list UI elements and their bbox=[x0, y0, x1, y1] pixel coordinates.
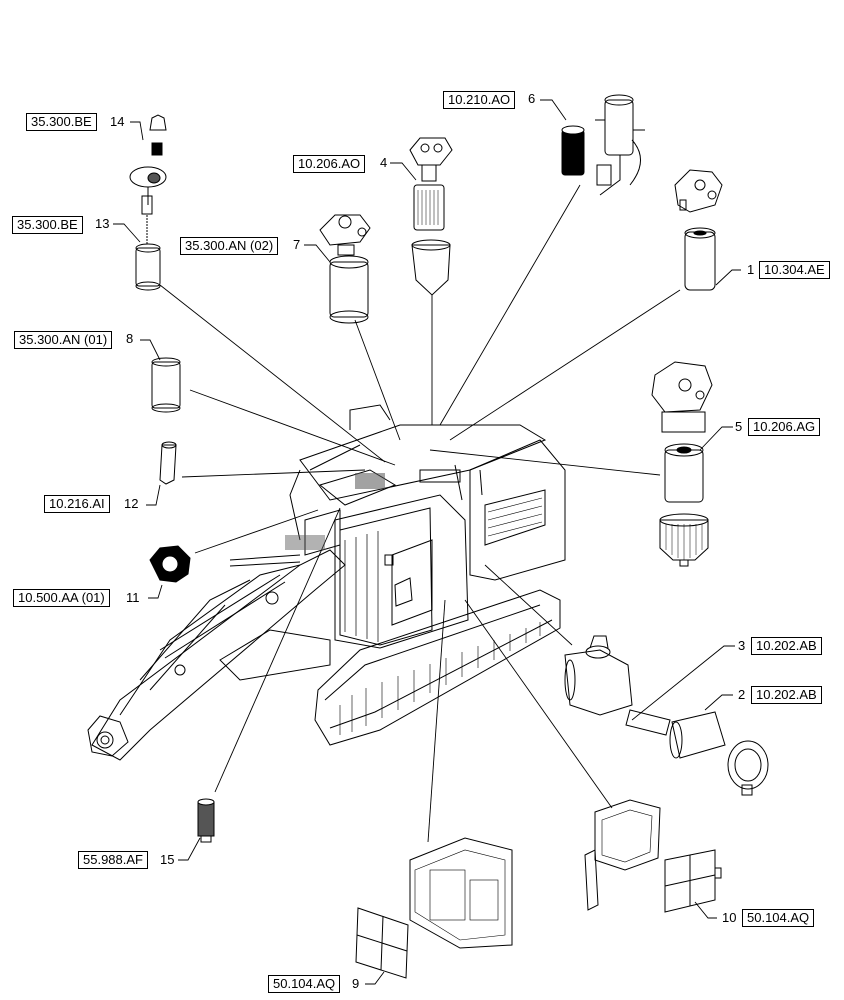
leader-6-machine bbox=[439, 184, 581, 426]
leader-1-machine bbox=[449, 289, 681, 441]
item-number-11: 11 bbox=[126, 590, 140, 605]
leader-10 bbox=[694, 901, 717, 919]
leader-13-machine bbox=[159, 284, 386, 463]
part-14-cap bbox=[129, 166, 167, 215]
part-5-element bbox=[664, 443, 704, 503]
leader-7-machine bbox=[354, 319, 401, 441]
part-7-filter-head bbox=[319, 214, 371, 324]
part-10-cab-filter bbox=[664, 849, 722, 913]
ref-box-9[interactable]: 50.104.AQ bbox=[268, 975, 341, 993]
ref-box-10[interactable]: 50.104.AQ bbox=[742, 909, 815, 927]
item-number-7: 7 bbox=[293, 237, 301, 252]
counterweight bbox=[469, 439, 566, 581]
leader-3 bbox=[631, 645, 735, 721]
part-9-cab-filter bbox=[355, 907, 409, 979]
part-1-filter-head bbox=[674, 169, 723, 213]
leader-1 bbox=[715, 269, 741, 286]
leader-13 bbox=[113, 223, 141, 243]
item-number-13: 13 bbox=[95, 216, 110, 231]
item-number-12: 12 bbox=[124, 496, 139, 511]
part-5-bowl bbox=[659, 513, 709, 567]
cab bbox=[334, 494, 469, 649]
leader-11-machine bbox=[194, 509, 319, 554]
leader-14 bbox=[130, 121, 144, 141]
ref-box-7[interactable]: 35.300.AN (02) bbox=[180, 237, 279, 255]
item-number-8: 8 bbox=[126, 331, 134, 346]
rear-grille bbox=[484, 489, 546, 546]
leader-10-machine bbox=[464, 599, 613, 809]
engine-hood bbox=[299, 424, 547, 501]
part-3-inner-element bbox=[625, 709, 671, 736]
leader-11 bbox=[148, 584, 163, 599]
hood-grille bbox=[419, 469, 461, 483]
leader-4 bbox=[390, 162, 417, 181]
deck-box bbox=[318, 469, 397, 506]
part-6-housing bbox=[595, 94, 645, 196]
part-1-spin-on-filter bbox=[684, 227, 716, 291]
part-2-outer-element bbox=[669, 711, 726, 759]
part-6-element bbox=[561, 125, 585, 176]
ref-box-8[interactable]: 35.300.AN (01) bbox=[14, 331, 113, 349]
part-11-gasket bbox=[149, 545, 191, 583]
leader-5-machine bbox=[429, 449, 661, 476]
excavator-boom bbox=[119, 564, 301, 716]
leader-15 bbox=[178, 837, 201, 861]
ref-box-5[interactable]: 10.206.AG bbox=[748, 418, 821, 436]
leader-lines bbox=[113, 99, 741, 985]
ref-box-13[interactable]: 35.300.BE bbox=[12, 216, 83, 234]
ref-box-11[interactable]: 10.500.AA (01) bbox=[13, 589, 110, 607]
cab-step bbox=[384, 554, 394, 566]
part-14-breather bbox=[149, 114, 167, 156]
leader-5 bbox=[699, 426, 733, 451]
part-8-filter bbox=[151, 357, 181, 413]
item-number-2: 2 bbox=[738, 687, 746, 702]
item-number-9: 9 bbox=[352, 976, 360, 991]
item-number-10: 10 bbox=[722, 910, 737, 925]
item-number-15: 15 bbox=[160, 852, 175, 867]
part-5-filter-head bbox=[651, 361, 713, 433]
item-number-14: 14 bbox=[110, 114, 125, 129]
track-right bbox=[219, 629, 331, 681]
leader-7 bbox=[304, 244, 331, 263]
ref-box-2[interactable]: 10.202.AB bbox=[751, 686, 822, 704]
handrail bbox=[349, 404, 391, 430]
excavator-arm bbox=[91, 549, 346, 761]
track-left bbox=[314, 589, 561, 746]
ref-box-15[interactable]: 55.988.AF bbox=[78, 851, 148, 869]
leader-12 bbox=[146, 484, 161, 506]
ref-box-12[interactable]: 10.216.AI bbox=[44, 495, 110, 513]
part-13-filter bbox=[135, 215, 161, 291]
leader-9 bbox=[365, 971, 385, 985]
part-10-filter-frame bbox=[584, 799, 661, 911]
item-number-6: 6 bbox=[528, 91, 536, 106]
cab-window bbox=[391, 539, 433, 626]
bucket-linkage bbox=[87, 715, 129, 757]
excavator-illustration bbox=[87, 404, 566, 761]
part-3-air-cleaner bbox=[564, 635, 633, 716]
hydraulic-tank bbox=[304, 509, 341, 556]
part-2-cover bbox=[727, 740, 769, 796]
leader-8-machine bbox=[189, 389, 396, 466]
ref-box-4[interactable]: 10.206.AO bbox=[293, 155, 366, 173]
leader-8 bbox=[140, 339, 161, 361]
item-number-3: 3 bbox=[738, 638, 746, 653]
part-12-tube bbox=[159, 441, 177, 485]
part-4-fuel-filter bbox=[409, 137, 453, 296]
item-number-4: 4 bbox=[380, 155, 388, 170]
ref-box-1[interactable]: 10.304.AE bbox=[759, 261, 830, 279]
ref-box-6[interactable]: 10.210.AO bbox=[443, 91, 516, 109]
boom-pin bbox=[96, 731, 114, 749]
part-15-breather bbox=[197, 798, 215, 843]
item-number-5: 5 bbox=[735, 419, 743, 434]
leader-12-machine bbox=[181, 469, 366, 478]
ref-box-14[interactable]: 35.300.BE bbox=[26, 113, 97, 131]
part-9-filter-housing bbox=[409, 837, 513, 949]
ref-box-3[interactable]: 10.202.AB bbox=[751, 637, 822, 655]
leader-3-machine bbox=[484, 564, 573, 646]
leader-6 bbox=[540, 99, 567, 121]
leader-9-machine bbox=[427, 599, 446, 843]
leader-2 bbox=[704, 694, 733, 711]
item-number-1: 1 bbox=[747, 262, 755, 277]
